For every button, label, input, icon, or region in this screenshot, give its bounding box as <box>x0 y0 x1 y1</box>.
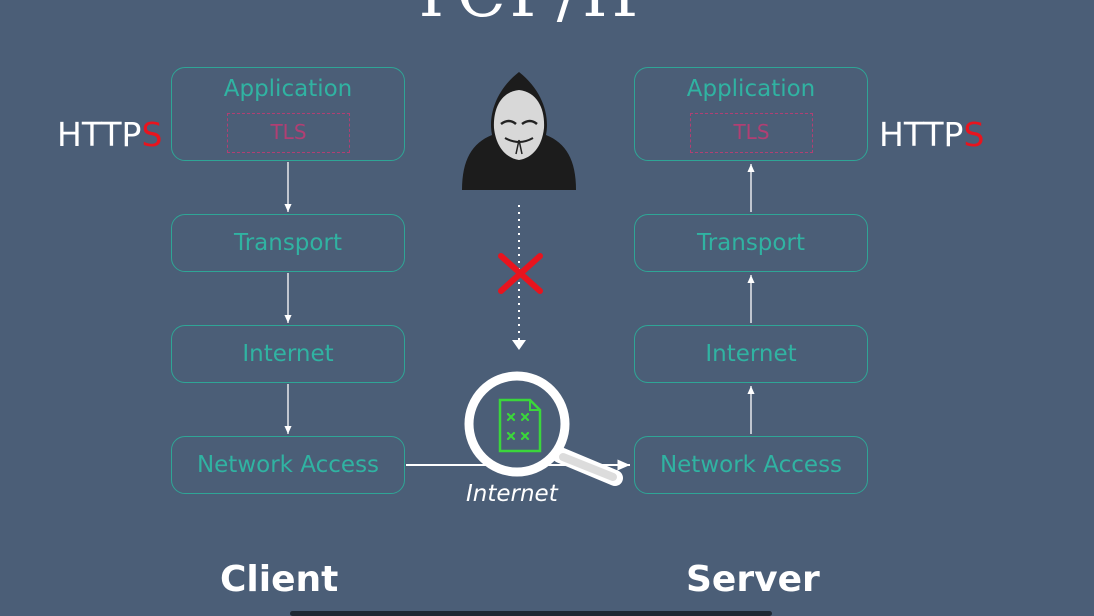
server-network-access-layer: Network Access <box>634 436 868 494</box>
interception-arrowhead <box>512 340 526 350</box>
internet-link-label: Internet <box>466 481 558 507</box>
client-transport-layer: Transport <box>171 214 405 272</box>
client-internet-label: Internet <box>242 341 334 367</box>
client-application-label: Application <box>223 76 353 102</box>
client-https-main: HTTP <box>57 115 142 154</box>
progress-bar-edge <box>290 611 772 616</box>
client-transport-label: Transport <box>234 230 342 256</box>
server-application-layer: Application <box>634 67 868 161</box>
client-internet-layer: Internet <box>171 325 405 383</box>
client-label: Client <box>220 559 339 600</box>
client-network-access-label: Network Access <box>196 452 380 478</box>
server-transport-label: Transport <box>697 230 805 256</box>
server-https-label: HTTPS <box>879 115 984 155</box>
server-internet-label: Internet <box>705 341 797 367</box>
blocked-x-icon <box>498 253 543 294</box>
server-tls-box: TLS <box>690 113 813 153</box>
server-https-main: HTTP <box>879 115 964 154</box>
encrypted-document-icon <box>498 398 542 453</box>
diagram-title: TCP/IP <box>410 0 655 30</box>
server-application-label: Application <box>686 76 816 102</box>
client-application-layer: Application <box>171 67 405 161</box>
server-https-secure: S <box>963 115 985 154</box>
server-transport-layer: Transport <box>634 214 868 272</box>
client-https-secure: S <box>141 115 163 154</box>
hacker-icon <box>462 72 576 190</box>
magnifier-icon <box>464 371 623 486</box>
client-https-label: HTTPS <box>57 115 162 155</box>
server-label: Server <box>686 559 820 600</box>
client-tls-box: TLS <box>227 113 350 153</box>
server-internet-layer: Internet <box>634 325 868 383</box>
server-network-access-label: Network Access <box>659 452 843 478</box>
client-network-access-layer: Network Access <box>171 436 405 494</box>
